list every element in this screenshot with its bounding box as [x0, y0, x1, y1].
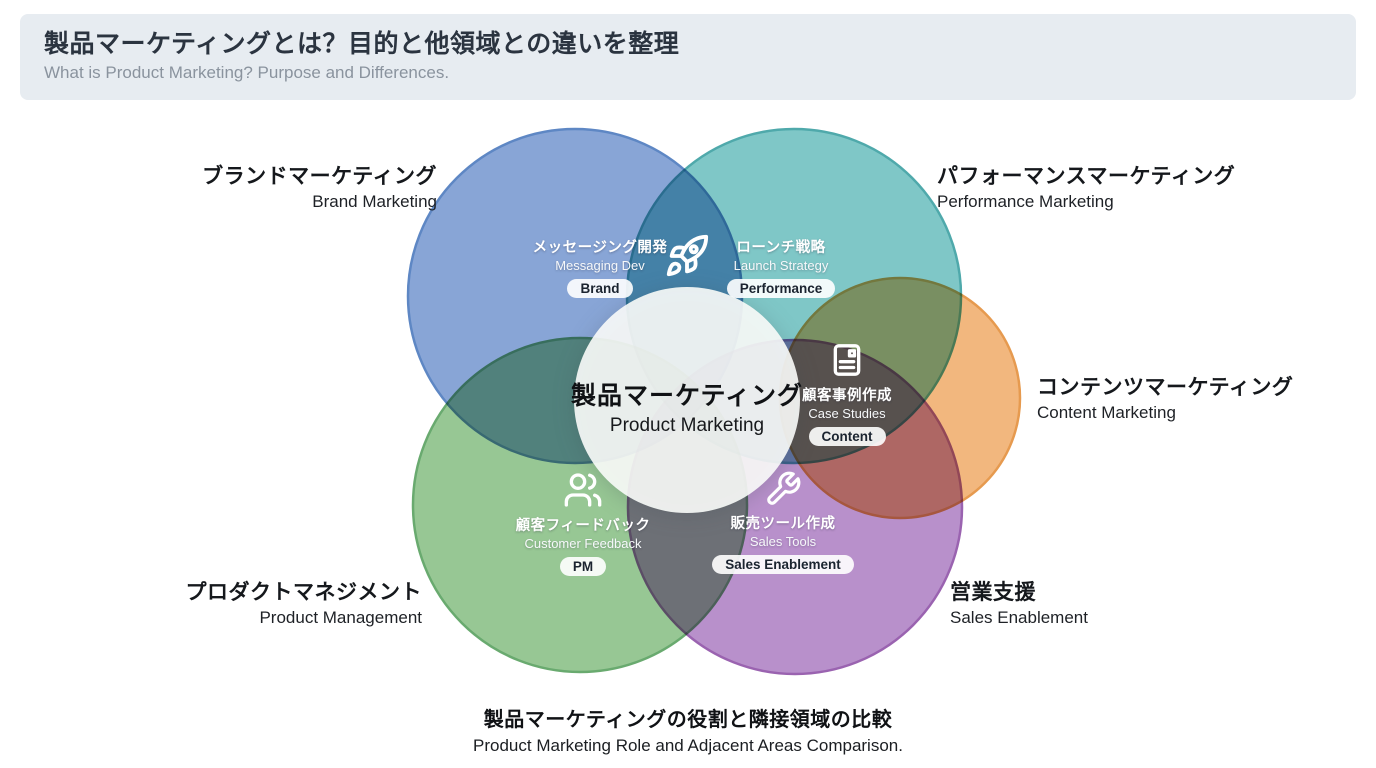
product-marketing-center-en: Product Marketing — [609, 415, 765, 436]
badge-sales-enablement: Sales Enablement — [712, 555, 854, 574]
customer-feedback-en: Customer Feedback — [524, 536, 642, 551]
rocket-icon — [664, 233, 710, 279]
product-management-jp: プロダクトマネジメント — [185, 581, 422, 604]
overlap-sales-tools: 販売ツール作成 Sales Tools Sales Enablement — [663, 470, 903, 574]
overlap-launch-strategy: ローンチ戦略 Launch Strategy Performance — [661, 236, 901, 298]
product-marketing-center-jp: 製品マーケティング — [570, 382, 803, 410]
launch-strategy-en: Launch Strategy — [733, 258, 829, 273]
badge-brand: Brand — [567, 279, 633, 298]
overlap-case-studies: 顧客事例作成 Case Studies Content — [762, 340, 932, 446]
content-marketing-jp: コンテンツマーケティング — [1037, 376, 1294, 399]
case-studies-jp: 顧客事例作成 — [802, 388, 892, 404]
header-band: 製品マーケティングとは？目的と他領域との違いを整理 What is Produc… — [20, 14, 1356, 100]
overlap-messaging-dev: メッセージング開発 Messaging Dev Brand — [480, 236, 720, 298]
users-icon — [563, 470, 603, 510]
content-marketing-en: Content Marketing — [1037, 403, 1176, 423]
label-product-marketing-center: 製品マーケティング Product Marketing — [487, 376, 887, 437]
case-studies-en: Case Studies — [808, 406, 886, 421]
page-title-jp: 製品マーケティングとは？目的と他領域との違いを整理 — [44, 30, 680, 58]
caption-jp: 製品マーケティングの役割と隣接領域の比較 — [483, 709, 893, 731]
badge-pm: PM — [559, 557, 607, 576]
label-product-management: プロダクトマネジメント Product Management — [186, 580, 423, 629]
label-sales-enablement: 営業支援 Sales Enablement — [950, 580, 1088, 629]
sales-tools-jp: 販売ツール作成 — [730, 516, 836, 532]
badge-content: Content — [808, 427, 886, 446]
overlap-customer-feedback: 顧客フィードバック Customer Feedback PM — [463, 470, 703, 576]
caption-en: Product Marketing Role and Adjacent Area… — [473, 736, 903, 755]
label-content-marketing: コンテンツマーケティング Content Marketing — [1037, 375, 1293, 424]
sales-tools-en: Sales Tools — [749, 534, 817, 549]
sales-enablement-en: Sales Enablement — [950, 608, 1088, 628]
page-subtitle-en: What is Product Marketing? Purpose and D… — [44, 62, 450, 82]
circle-product-marketing-center — [574, 287, 800, 513]
product-management-en: Product Management — [259, 608, 422, 628]
wrench-icon — [764, 470, 802, 508]
messaging-dev-jp: メッセージング開発 — [532, 240, 668, 256]
customer-feedback-jp: 顧客フィードバック — [515, 518, 651, 534]
sales-enablement-jp: 営業支援 — [950, 581, 1036, 604]
brand-marketing-jp: ブランドマーケティング — [202, 165, 437, 188]
label-brand-marketing: ブランドマーケティング Brand Marketing — [202, 164, 437, 213]
bottom-caption: 製品マーケティングの役割と隣接領域の比較 Product Marketing R… — [0, 708, 1376, 756]
badge-performance: Performance — [726, 279, 836, 298]
messaging-dev-en: Messaging Dev — [555, 258, 645, 273]
performance-marketing-jp: パフォーマンスマーケティング — [937, 165, 1236, 188]
document-icon — [827, 340, 867, 380]
performance-marketing-en: Performance Marketing — [937, 192, 1114, 212]
label-performance-marketing: パフォーマンスマーケティング Performance Marketing — [937, 164, 1235, 213]
launch-strategy-jp: ローンチ戦略 — [736, 240, 826, 256]
brand-marketing-en: Brand Marketing — [312, 192, 437, 212]
